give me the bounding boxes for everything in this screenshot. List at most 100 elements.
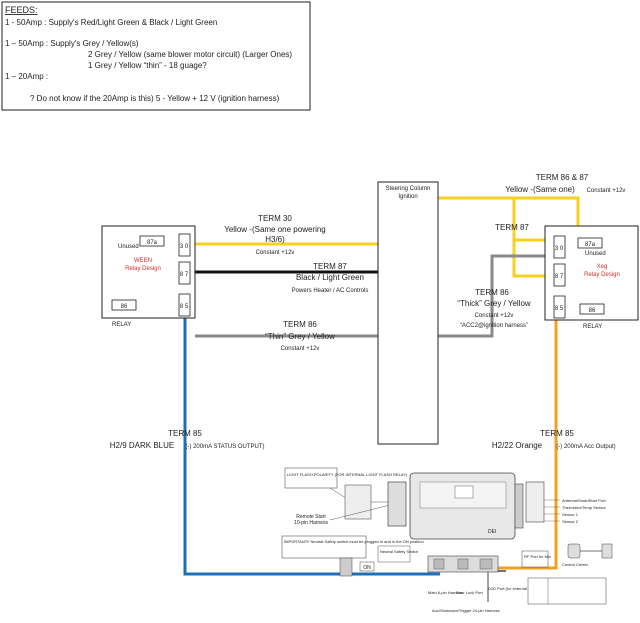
rf-port-box [521, 550, 549, 568]
relay-left-pin30-label: 3 0 [180, 244, 189, 250]
neutral-switch-label: Neutral Safety Switch [380, 549, 418, 554]
aux-harness-label: Aux/Shutdown/Trigger 24-pin Harness [432, 608, 500, 613]
feeds-box [1, 1, 311, 111]
wire-term8687 [438, 196, 580, 234]
wire-term86-87-branch-b [512, 240, 554, 278]
relay-left-pin87a [139, 235, 165, 247]
feeds-line-3: 2 Grey / Yellow (same blower motor circu… [88, 50, 292, 59]
polarity-label: LIGHT FLASH POLARITY (FOR INTERNAL LIGHT… [287, 472, 408, 477]
term86-right-note2: “ACC2@ignition harness” [460, 323, 528, 329]
neutral-switch-box [377, 545, 411, 563]
steering-column-box [377, 181, 439, 445]
relay-right-unused: Unused [585, 251, 606, 257]
term86-right-note: Constant +12v [475, 313, 514, 319]
sensor1-label: Sensor 1 [562, 512, 579, 517]
relay-right-pin30 [553, 235, 566, 259]
term87-left-note: Powers Heater / AC Controls [292, 288, 369, 294]
term8687-note: Constant +12v [587, 188, 626, 194]
feeds-line-5: 1 – 20Amp : [5, 72, 48, 81]
d2d-port [479, 558, 493, 570]
module-port-icon [454, 485, 474, 499]
term30-line2: H3/6) [265, 235, 285, 244]
remote-start-module-illustration: LIGHT FLASH POLARITY (FOR INTERNAL LIGHT… [281, 467, 613, 613]
rf-port-label: RF Port for Mix [524, 554, 551, 559]
relay-right-pin85-label: 8 5 [555, 306, 564, 312]
wire-term85-right [470, 310, 558, 570]
relay-left-caption: RELAY [112, 322, 131, 328]
feeds-line-2: 1 – 50Amp : Supply's Grey / Yellow(s) [5, 39, 139, 48]
relay-right-name: Xeg [597, 264, 608, 270]
term87-left-title: TERM 87 [313, 262, 347, 271]
relay-left-name: WEEN [134, 258, 152, 264]
module-brand: DEI [488, 529, 496, 535]
wire-term86-right [438, 254, 554, 338]
relay-left-pin87-label: 8 7 [180, 272, 189, 278]
term86-right-line1: “Thick” Grey / Yellow [457, 299, 531, 308]
antenna-port-label: Antenna/SmartStart Port [562, 498, 606, 503]
term30-title: TERM 30 [258, 214, 292, 223]
control-center-label: Control Center [562, 562, 589, 567]
term30-line1: Yellow -(Same one powering [224, 225, 326, 234]
relay-right-pin86-label: 86 [589, 308, 596, 314]
term85-left-note: (-) 200mA STATUS OUTPUT) [185, 444, 264, 450]
door-lock-port [457, 558, 469, 570]
important-notice-box [281, 535, 367, 559]
on-label: ON [363, 565, 371, 571]
term86-left-note: Constant +12v [281, 346, 320, 352]
relay-right-pin87a [577, 237, 603, 249]
sensor2-label: Sensor 2 [562, 519, 579, 524]
feeds-line-6: ? Do not know if the 20Amp is this) 5 - … [30, 94, 280, 103]
remote-start-label: Remote Start [296, 514, 326, 520]
relay-left-pin86-label: 86 [121, 304, 128, 310]
term87-right-title: TERM 87 [495, 223, 529, 232]
term8687-title: TERM 86 & 87 [536, 173, 589, 182]
relay-left-pin85-label: 8 5 [180, 304, 189, 310]
important-notice: IMPORTANT!! Neutral Safety switch must b… [284, 539, 424, 544]
relay-right-pin87 [553, 263, 566, 287]
relay-right-pin86 [579, 303, 605, 315]
term85-right-note: (-) 200mA Acc Output) [556, 444, 615, 450]
relay-left-design: Relay Design [125, 266, 161, 272]
term85-right-title: TERM 85 [540, 429, 574, 438]
steering-ignition-label: Ignition [398, 194, 417, 200]
relay-left-pin85 [178, 293, 191, 317]
relay-left-pin87a-label: 87a [147, 240, 158, 246]
relay-right-pin87-label: 8 7 [555, 274, 564, 280]
remote-start-leader [329, 504, 391, 521]
main-harness-port [433, 558, 445, 570]
remote-start-harness-label: 10-pin Harness [294, 520, 328, 526]
on-tag [359, 561, 375, 572]
relay-right-caption: RELAY [583, 324, 602, 330]
harness-connector-icon [387, 481, 407, 527]
control-center-box [527, 577, 607, 605]
relay-right-pin30-label: 3 0 [555, 246, 564, 252]
relay-left-pin86 [111, 299, 137, 311]
feeds-title: FEEDS: [5, 5, 38, 15]
polarity-label-box [284, 467, 338, 489]
relay-right-pin85 [553, 295, 566, 319]
polarity-switch-icon [344, 484, 372, 520]
relay-left-pin30 [178, 233, 191, 257]
module-side-connector [514, 483, 524, 529]
steering-column-label: Steering Column [386, 186, 431, 192]
sensor-connector-icon [525, 481, 545, 523]
doorlock-label: Door Lock Port [456, 590, 484, 595]
toggle-switch-icon [339, 557, 353, 577]
rf-plug-icon [567, 543, 581, 559]
main-harness-label: Main 6-pin Harness [428, 590, 463, 595]
term86-right-title: TERM 86 [475, 288, 509, 297]
relay-left-unused: Unused [118, 244, 139, 250]
feeds-line-1: 1 - 50Amp : Supply's Red/Light Green & B… [5, 18, 217, 27]
wire-term85-left [183, 312, 440, 576]
term30-note: Constant +12v [256, 250, 295, 256]
term87-left-line1: Black / Light Green [296, 273, 364, 282]
relay-right-design: Relay Design [584, 272, 620, 278]
thermistor-label: Thermistor/Temp Sensor [562, 505, 606, 510]
term86-left-title: TERM 86 [283, 320, 317, 329]
feeds-line-4: 1 Grey / Yellow “thin” - 18 guage? [88, 61, 207, 70]
term85-left-title: TERM 85 [168, 429, 202, 438]
term8687-line1: Yellow -(Same one) [505, 185, 575, 194]
relay-left-pin87 [178, 261, 191, 285]
